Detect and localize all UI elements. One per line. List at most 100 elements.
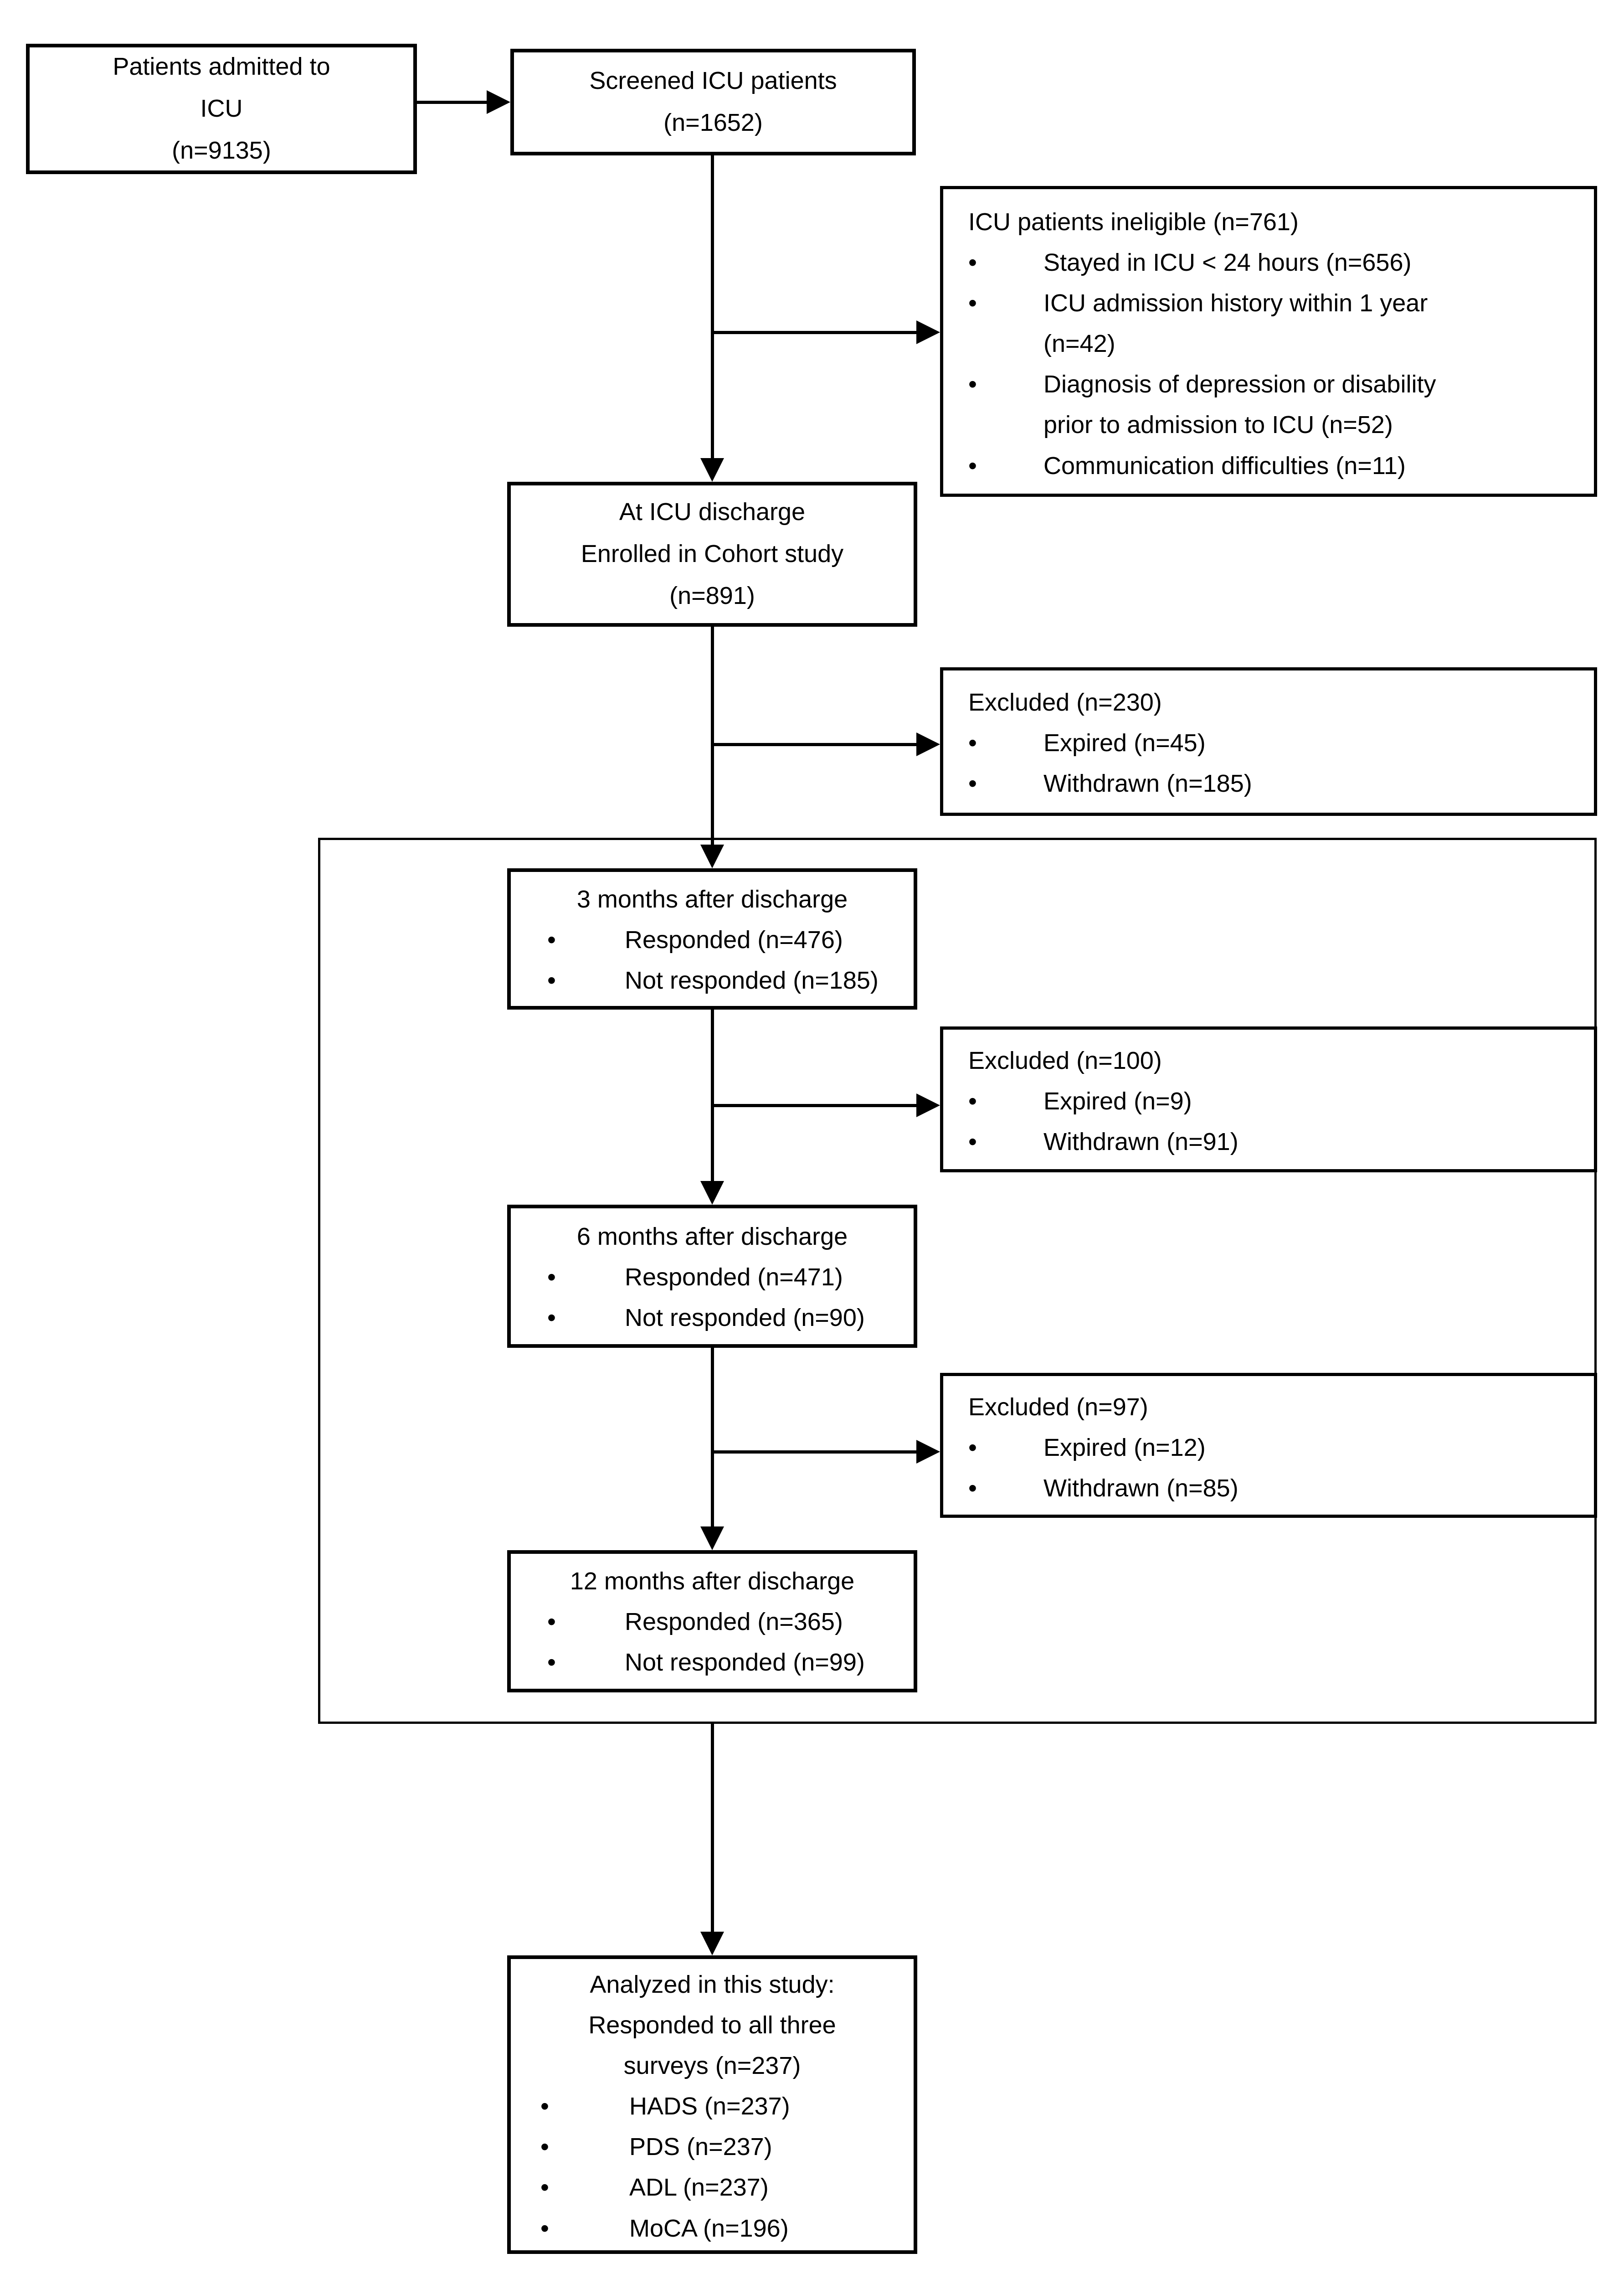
box-screened: Screened ICU patients (n=1652)	[510, 49, 916, 155]
bullet-marker: •	[968, 1088, 977, 1115]
bullet-marker: •	[540, 2133, 549, 2161]
bullet-text: Responded (n=476)	[625, 926, 843, 954]
bullet-marker: •	[547, 1263, 556, 1291]
box-excluded-baseline: Excluded (n=230) • Expired (n=45) • With…	[940, 667, 1597, 816]
box-3-months-title: 3 months after discharge	[576, 886, 848, 913]
box-analyzed: Analyzed in this study: Responded to all…	[507, 1955, 917, 2254]
box-analyzed-title-line: surveys (n=237)	[623, 2052, 801, 2080]
bullet-text: ICU admission history within 1 year	[1043, 289, 1428, 317]
box-3-months-bullets: • Responded (n=476) • Not responded (n=1…	[511, 920, 914, 1001]
arrow-6m-to-12m-head	[700, 1526, 724, 1550]
bullet-text: Not responded (n=90)	[625, 1304, 865, 1332]
arrow-admitted-to-screened-head	[487, 90, 510, 114]
box-3-months: 3 months after discharge • Responded (n=…	[507, 868, 917, 1010]
bullet-text: Expired (n=45)	[1043, 729, 1206, 757]
bullet-item: • Responded (n=365)	[547, 1602, 914, 1642]
bullet-marker: •	[547, 1304, 556, 1332]
bullet-item: • Withdrawn (n=91)	[968, 1122, 1594, 1162]
box-6-months: 6 months after discharge • Responded (n=…	[507, 1205, 917, 1348]
arrow-3m-to-6m-line	[711, 1010, 714, 1182]
box-analyzed-title-line: Responded to all three	[588, 2011, 836, 2039]
bullet-text: ADL (n=237)	[629, 2174, 769, 2202]
bullet-item: • Stayed in ICU < 24 hours (n=656)	[968, 242, 1594, 283]
arrow-container-to-analyzed-head	[700, 1932, 724, 1955]
text-line: (n=9135)	[172, 136, 271, 164]
bullet-item: • ICU admission history within 1 year (n…	[968, 283, 1594, 364]
box-analyzed-bullets: • HADS (n=237) • PDS (n=237) • ADL (n=23…	[511, 2086, 914, 2248]
bullet-marker: •	[968, 289, 977, 317]
bullet-marker: •	[547, 967, 556, 995]
bullet-marker: •	[968, 729, 977, 757]
bullet-text: Withdrawn (n=91)	[1043, 1128, 1239, 1156]
box-12-months-title: 12 months after discharge	[570, 1567, 855, 1595]
bullet-marker: •	[540, 2214, 549, 2242]
bullet-item: • Diagnosis of depression or disability …	[968, 364, 1594, 445]
arrow-branch-excluded-6m-line	[711, 1450, 917, 1454]
bullet-marker: •	[968, 452, 977, 480]
box-icu-discharge-text: At ICU discharge Enrolled in Cohort stud…	[511, 485, 914, 623]
arrow-discharge-to-3m-head	[700, 845, 724, 868]
bullet-text: Diagnosis of depression or disability	[1043, 371, 1436, 398]
bullet-marker: •	[968, 371, 977, 398]
bullet-item: • Not responded (n=99)	[547, 1642, 914, 1683]
bullet-item: • Expired (n=45)	[968, 723, 1594, 763]
arrow-admitted-to-screened-line	[417, 101, 490, 104]
text-line: (n=891)	[669, 582, 755, 609]
bullet-marker: •	[547, 1608, 556, 1636]
text-line: Screened ICU patients	[589, 67, 837, 95]
bullet-text: Expired (n=9)	[1043, 1088, 1192, 1115]
bullet-item: • ADL (n=237)	[540, 2167, 914, 2208]
bullet-marker: •	[968, 1475, 977, 1502]
bullet-text: HADS (n=237)	[629, 2093, 790, 2120]
arrow-branch-excluded-3m-line	[711, 1104, 917, 1107]
arrow-branch-ineligible-line	[711, 331, 917, 334]
arrow-6m-to-12m-line	[711, 1348, 714, 1527]
box-ineligible-title: ICU patients ineligible (n=761)	[968, 208, 1299, 236]
follow-up-container-box	[318, 838, 1597, 1724]
text-line: Enrolled in Cohort study	[581, 540, 844, 568]
bullet-text: Not responded (n=185)	[625, 967, 879, 995]
box-excluded-baseline-title: Excluded (n=230)	[968, 689, 1162, 716]
bullet-marker: •	[540, 2174, 549, 2202]
box-12-months: 12 months after discharge • Responded (n…	[507, 1550, 917, 1692]
bullet-item: • Responded (n=471)	[547, 1257, 914, 1298]
bullet-marker: •	[968, 1434, 977, 1462]
box-excluded-baseline-bullets: • Expired (n=45) • Withdrawn (n=185)	[943, 723, 1594, 804]
box-excluded-6m: Excluded (n=97) • Expired (n=12) • Withd…	[940, 1373, 1597, 1518]
box-screened-text: Screened ICU patients (n=1652)	[514, 52, 912, 152]
bullet-text: Responded (n=365)	[625, 1608, 843, 1636]
bullet-item: • Communication difficulties (n=11)	[968, 446, 1594, 486]
bullet-marker: •	[968, 1128, 977, 1156]
arrow-3m-to-6m-head	[700, 1181, 724, 1205]
bullet-item: • Withdrawn (n=85)	[968, 1468, 1594, 1509]
box-analyzed-title-line: Analyzed in this study:	[590, 1971, 835, 1998]
bullet-item: • HADS (n=237)	[540, 2086, 914, 2127]
bullet-item: • Withdrawn (n=185)	[968, 763, 1594, 804]
box-6-months-title: 6 months after discharge	[576, 1223, 848, 1250]
bullet-text: Communication difficulties (n=11)	[1043, 452, 1406, 480]
arrow-branch-excluded-baseline-head	[916, 732, 940, 756]
text-line: At ICU discharge	[619, 498, 806, 526]
bullet-text: PDS (n=237)	[629, 2133, 772, 2161]
bullet-text: Withdrawn (n=185)	[1043, 770, 1252, 798]
bullet-text: (n=42)	[1043, 330, 1115, 358]
text-line: ICU	[200, 95, 243, 123]
box-12-months-bullets: • Responded (n=365) • Not responded (n=9…	[511, 1602, 914, 1683]
bullet-text: Withdrawn (n=85)	[1043, 1475, 1239, 1502]
box-excluded-6m-title: Excluded (n=97)	[968, 1393, 1148, 1421]
bullet-item: • MoCA (n=196)	[540, 2208, 914, 2249]
box-patients-admitted: Patients admitted to ICU (n=9135)	[26, 44, 417, 174]
bullet-text: MoCA (n=196)	[629, 2214, 789, 2242]
box-excluded-3m-title: Excluded (n=100)	[968, 1047, 1162, 1074]
box-patients-admitted-text: Patients admitted to ICU (n=9135)	[30, 47, 413, 170]
bullet-item: • Expired (n=9)	[968, 1081, 1594, 1122]
bullet-item: • Expired (n=12)	[968, 1428, 1594, 1468]
bullet-item: • Not responded (n=185)	[547, 960, 914, 1001]
bullet-marker: •	[547, 1649, 556, 1676]
arrow-branch-excluded-6m-head	[916, 1440, 940, 1464]
bullet-text: Not responded (n=99)	[625, 1649, 865, 1676]
arrow-discharge-to-3m-line	[711, 627, 714, 846]
text-line: (n=1652)	[663, 109, 763, 136]
bullet-item: • Responded (n=476)	[547, 920, 914, 960]
